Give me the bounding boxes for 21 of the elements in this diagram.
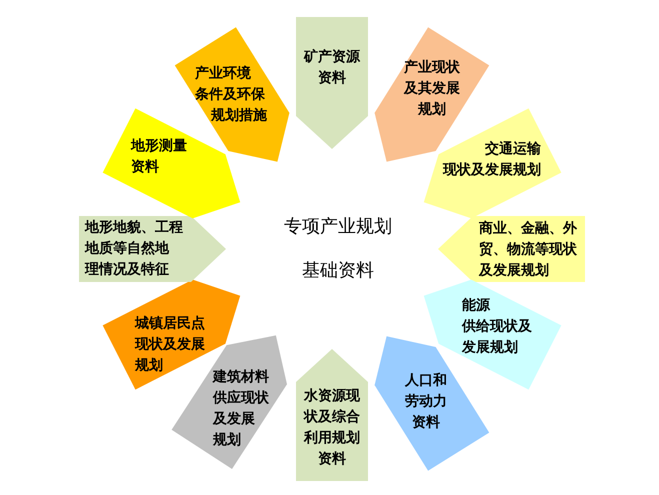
pentagon-arrow-shape <box>296 349 368 481</box>
pentagon-arrow-shape <box>174 27 290 162</box>
item-text: 地形测量资料 <box>131 137 187 177</box>
item-text: 产业现状及其发展规划 <box>404 58 460 120</box>
item-text: 水资源现状及综合利用规划资料 <box>304 387 360 469</box>
item-text: 矿产资源资料 <box>304 48 360 88</box>
pentagon-arrow-shape <box>79 216 226 283</box>
center-title: 专项产业规划 <box>284 215 392 238</box>
pentagon-arrow-shape <box>102 279 241 390</box>
item-text: 交通运输现状及发展规划 <box>443 140 541 180</box>
pentagon-arrow-shape <box>296 17 368 149</box>
item-text: 地形地貌、工程地质等自然地理情况及特征 <box>85 218 183 280</box>
pentagon-arrow-shape <box>374 336 490 471</box>
center-title: 基础资料 <box>302 259 374 282</box>
pentagon-arrow-shape <box>438 215 585 282</box>
item-text: 城镇居民点现状及发展规划 <box>135 314 205 376</box>
item-text: 人口和劳动力资料 <box>405 372 447 432</box>
item-text: 建筑材料供应现状及发展规划 <box>213 368 269 450</box>
item-text: 产业环境条件及环保规划措施 <box>195 64 267 126</box>
item-text: 能源供给现状及发展规划 <box>462 296 532 358</box>
item-text: 商业、金融、外贸、物流等现状及发展规划 <box>479 219 577 280</box>
